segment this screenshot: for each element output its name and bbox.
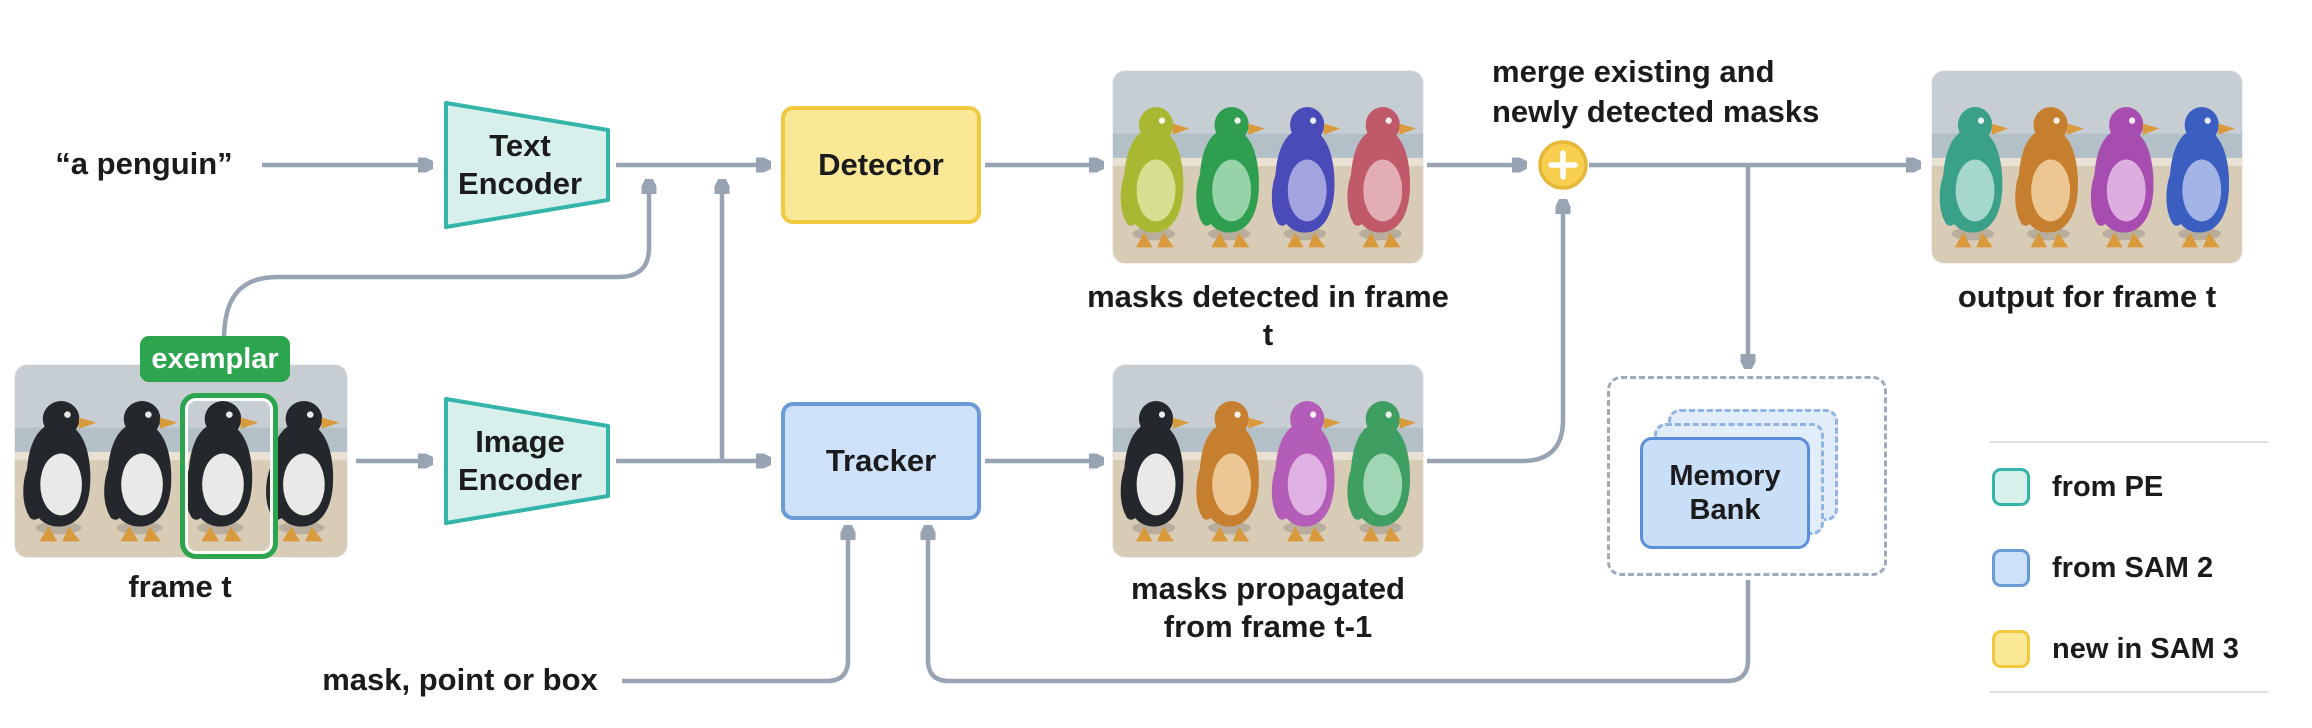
output-caption: output for frame t [1957, 279, 2217, 314]
legend-label-from-pe: from PE [2052, 470, 2164, 503]
masks-detected-caption: masks detected in frame t [1087, 279, 1449, 352]
tracker-node: Tracker [781, 402, 981, 520]
legend-item-from-pe: from PE [1992, 468, 2163, 506]
text-encoder-node: Text Encoder [442, 99, 612, 231]
memory-bank-card-front: Memory Bank [1640, 437, 1810, 549]
merge-note-line1: merge existing and [1492, 54, 1775, 89]
legend-item-new-sam3: new in SAM 3 [1992, 630, 2239, 668]
memory-bank-label-line1: Memory [1669, 460, 1781, 492]
legend-label-from-sam2: from SAM 2 [2052, 551, 2214, 584]
detector-node: Detector [781, 106, 981, 224]
masks-propagated-caption-line1: masks propagated [1131, 571, 1405, 606]
legend-divider-top [1990, 441, 2268, 443]
memory-bank-label-line2: Bank [1689, 494, 1761, 526]
arrow-prompt-to-tracker [622, 528, 848, 684]
image-encoder-node: Image Encoder [442, 395, 612, 527]
image-encoder-shape [444, 397, 610, 525]
masks-propagated-caption: masks propagated from frame t-1 [1083, 570, 1453, 646]
merge-icon [1538, 140, 1588, 190]
legend-swatch-blue [1992, 549, 2030, 587]
image-encoder-label-line2: Encoder [457, 462, 583, 497]
memory-bank-group: Memory Bank [1607, 376, 1887, 576]
legend-swatch-teal [1992, 468, 2030, 506]
text-prompt: “a penguin” [55, 146, 233, 181]
frame-t-caption: frame t [128, 569, 232, 604]
exemplar-badge: exemplar [140, 336, 290, 382]
geometric-prompt-label: mask, point or box [322, 662, 598, 697]
legend-divider-bottom [1990, 691, 2268, 693]
legend-item-from-sam2: from SAM 2 [1992, 549, 2213, 587]
image-encoder-label-line1: Image [475, 424, 565, 459]
masks-propagated-image [1113, 365, 1423, 557]
output-image [1932, 71, 2242, 263]
masks-propagated-caption-line2: from frame t-1 [1163, 609, 1373, 644]
merge-note: merge existing and newly detected masks [1492, 52, 1932, 132]
text-encoder-label-line1: Text [489, 128, 551, 163]
text-encoder-label-line2: Encoder [457, 166, 583, 201]
legend-label-new-sam3: new in SAM 3 [2052, 632, 2239, 665]
merge-note-line2: newly detected masks [1492, 94, 1820, 129]
exemplar-highlight-box [180, 393, 278, 559]
legend-swatch-yellow [1992, 630, 2030, 668]
masks-detected-image [1113, 71, 1423, 263]
